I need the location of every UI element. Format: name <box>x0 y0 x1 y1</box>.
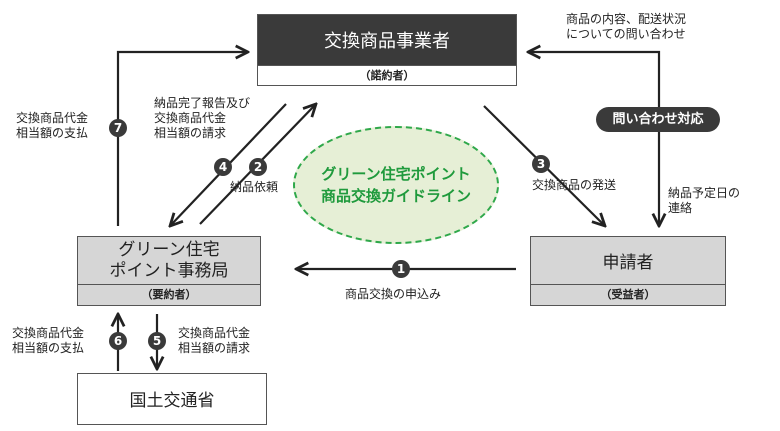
vendor-box: 交換商品事業者 （諾約者） <box>257 14 517 86</box>
delivery-notice-label: 納品予定日の 連絡 <box>668 186 740 216</box>
step5-badge: 5 <box>148 332 166 350</box>
step6-label-line1: 交換商品代金 <box>12 326 85 340</box>
step6-label-line2: 相当額の支払 <box>12 341 85 355</box>
guideline-ellipse: グリーン住宅ポイント 商品交換ガイドライン <box>293 126 499 244</box>
step5-label: 交換商品代金 相当額の請求 <box>178 326 250 356</box>
step4-label: 納品完了報告及び 交換商品代金 相当額の請求 <box>154 96 250 141</box>
vendor-name: 交換商品事業者 <box>258 15 516 65</box>
guideline-line2: 商品交換ガイドライン <box>320 187 471 205</box>
step7-label-line2: 相当額の支払 <box>16 126 89 140</box>
step5-label-line2: 相当額の請求 <box>178 341 251 355</box>
office-name-line1: グリーン住宅 <box>118 239 220 260</box>
step5-label-line1: 交換商品代金 <box>178 326 251 340</box>
office-name-line2: ポイント事務局 <box>109 260 229 281</box>
applicant-name: 申請者 <box>602 253 654 273</box>
step4-badge: 4 <box>214 158 232 176</box>
office-box: グリーン住宅 ポイント事務局 （要約者） <box>77 236 261 306</box>
step4-label-line3: 相当額の請求 <box>154 126 227 140</box>
step2-label: 納品依頼 <box>230 180 279 194</box>
applicant-box: 申請者 （受益者） <box>530 236 726 306</box>
step7-label-line1: 交換商品代金 <box>16 111 89 125</box>
step6-badge: 6 <box>109 332 127 350</box>
guideline-line1: グリーン住宅ポイント <box>321 165 471 183</box>
arrow-7 <box>116 52 248 226</box>
office-name: グリーン住宅 ポイント事務局 <box>78 237 260 284</box>
mlit-name: 国土交通省 <box>129 391 215 411</box>
applicant-role: （受益者） <box>531 284 725 305</box>
office-role: （要約者） <box>78 284 260 305</box>
step4-label-line1: 納品完了報告及び <box>154 96 251 110</box>
inquiry-label-line1: 商品の内容、配送状況 <box>566 12 687 26</box>
step2-badge: 2 <box>249 158 267 176</box>
step1-badge: 1 <box>392 260 410 278</box>
step4-label-line2: 交換商品代金 <box>154 111 227 125</box>
arrow-inquiry <box>528 52 661 107</box>
step6-label: 交換商品代金 相当額の支払 <box>12 326 84 356</box>
step7-label: 交換商品代金 相当額の支払 <box>16 111 88 141</box>
delivery-notice-line1: 納品予定日の <box>668 186 741 200</box>
vendor-role: （諾約者） <box>258 65 516 85</box>
step3-label: 交換商品の発送 <box>532 178 617 192</box>
step7-badge: 7 <box>109 119 127 137</box>
inquiry-response-badge: 問い合わせ対応 <box>596 107 720 132</box>
inquiry-label-line2: についての問い合わせ <box>566 27 686 41</box>
inquiry-label: 商品の内容、配送状況 についての問い合わせ <box>566 12 686 42</box>
step1-label: 商品交換の申込み <box>345 287 442 301</box>
mlit-box: 国土交通省 <box>77 373 267 425</box>
delivery-notice-line2: 連絡 <box>668 201 693 215</box>
step3-badge: 3 <box>532 155 550 173</box>
